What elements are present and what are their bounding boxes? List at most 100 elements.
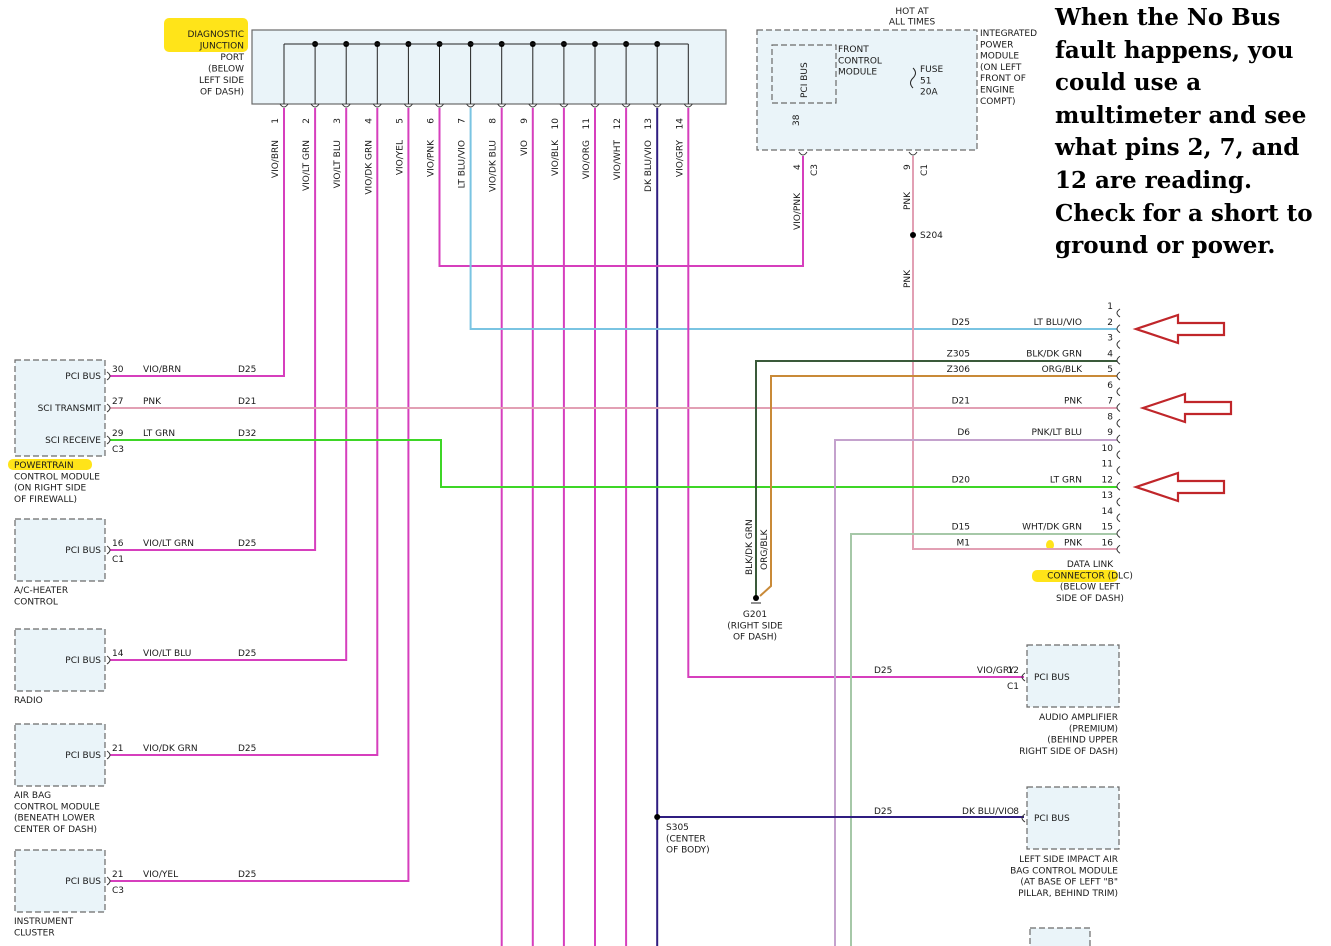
djp-pin-connector <box>683 103 693 108</box>
djp-label: JUNCTION <box>199 42 244 52</box>
s204-dot <box>910 232 916 238</box>
djp-pin-wire-label: LT BLU/VIO <box>458 140 468 188</box>
ground-label: G201 <box>743 610 767 620</box>
module-connector <box>106 371 111 381</box>
module-name: (BENEATH LOWER <box>14 814 95 824</box>
module-pin-number: 16 <box>112 539 124 549</box>
module-circuit-label: D25 <box>238 870 256 880</box>
fcm-pci-label: PCI BUS <box>800 62 810 98</box>
module-pin-label: SCI RECEIVE <box>45 436 101 446</box>
djp-pin-connector <box>497 103 507 108</box>
right-module-connector-id: C1 <box>1007 682 1019 692</box>
s305-label: S305 <box>666 823 689 833</box>
ipm-label: POWER <box>980 40 1013 50</box>
pcm-label-highlight <box>8 459 92 470</box>
fuse-icon <box>910 67 916 89</box>
arrow-pin-2 <box>1132 313 1226 345</box>
ground-label: (RIGHT SIDE <box>727 621 783 631</box>
right-module-name: LEFT SIDE IMPACT AIR <box>1019 855 1118 865</box>
dlc-pin <box>1116 513 1121 523</box>
right-module-connector <box>1021 672 1026 682</box>
djp-pin-wire-label: VIO/DK BLU <box>489 140 499 192</box>
dlc-pin-number: 12 <box>1102 475 1113 485</box>
djp-pin-connector <box>403 103 413 108</box>
right-module-name: (PREMIUM) <box>1069 724 1118 734</box>
dlc-circuit-label: D25 <box>952 318 970 328</box>
dlc-pin <box>1116 340 1121 349</box>
djp-label: DIAGNOSTIC <box>187 30 244 40</box>
module-connector-id: C3 <box>112 886 124 896</box>
djp-pin-connector <box>528 103 538 108</box>
djp-pin-wire-label: VIO/DK GRN <box>364 140 374 195</box>
module-circuit-label: D32 <box>238 429 256 439</box>
module-box <box>14 849 106 913</box>
fuse-label: 20A <box>920 88 938 98</box>
module-name: POWERTRAIN <box>14 461 74 471</box>
fcm-label: MODULE <box>838 68 877 78</box>
djp-pin-wire-label: VIO/YEL <box>395 140 405 175</box>
module-box <box>14 628 106 692</box>
ipm-connector-id: C1 <box>920 164 930 176</box>
arrow-pin-7 <box>1139 392 1233 424</box>
module-name: INSTRUMENT <box>14 917 74 927</box>
vio-gry-wire <box>687 108 1024 678</box>
pci-bus-wire <box>110 108 285 377</box>
dlc-pin-number: 5 <box>1107 365 1113 375</box>
djp-label: LEFT SIDE <box>199 76 244 86</box>
ipm-label: FRONT OF <box>980 74 1026 84</box>
dlc-pin-number: 8 <box>1107 412 1113 422</box>
module-box <box>14 723 106 787</box>
right-module-wire-label: DK BLU/VIO <box>962 807 1014 817</box>
djp-pin-number: 11 <box>582 118 592 129</box>
ipm-label: MODULE <box>980 52 1019 62</box>
dlc-circuit-label: Z306 <box>947 365 971 375</box>
dlc-label-highlight <box>1032 570 1118 582</box>
dlc-pin <box>1116 466 1121 475</box>
module-box <box>14 359 106 457</box>
dlc-pin-number: 14 <box>1102 507 1114 517</box>
dlc-circuit-label: M1 <box>957 538 971 548</box>
sci-receive-wire <box>110 439 1117 488</box>
module-pin-number: 21 <box>112 744 123 754</box>
module-circuit-label: D25 <box>238 649 256 659</box>
dlc-pin <box>1116 324 1121 334</box>
module-wire-label: VIO/LT BLU <box>143 649 191 659</box>
module-connector <box>106 403 111 413</box>
djp-pin-number: 7 <box>458 118 468 124</box>
dlc-pin <box>1116 355 1121 365</box>
djp-pin-connector <box>372 103 382 108</box>
dlc-pin <box>1116 529 1121 538</box>
dlc-pin-number: 11 <box>1102 460 1113 470</box>
djp-pin-wire-label: VIO/BLK <box>551 139 561 176</box>
ipm-connector-id: C3 <box>810 164 820 176</box>
module-pin-number: 29 <box>112 429 124 439</box>
right-module-pin-label: PCI BUS <box>1034 673 1070 683</box>
ipm-pin-number: 4 <box>793 164 803 170</box>
dlc-pin-number: 15 <box>1102 523 1113 533</box>
wire-layer <box>110 30 1117 946</box>
dlc-circuit-label: D15 <box>952 523 970 533</box>
right-module-circuit-label: D25 <box>874 807 892 817</box>
dlc-wire-label: PNK/LT BLU <box>1031 428 1082 438</box>
ipm-label: (ON LEFT <box>980 63 1022 73</box>
fcm-pin-number: 38 <box>792 114 802 126</box>
djp-pin-connector <box>590 103 600 108</box>
djp-label: OF DASH) <box>200 88 244 98</box>
dlc-circuit-label: D20 <box>952 475 971 485</box>
ground-wire-label: ORG/BLK <box>760 528 770 570</box>
module-name: CONTROL MODULE <box>14 472 100 482</box>
djp-label-highlight <box>164 18 248 52</box>
dlc-pin-number: 3 <box>1107 334 1113 344</box>
djp-pin-connector <box>652 103 662 108</box>
module-connector <box>106 750 111 760</box>
module-wire-label: VIO/DK GRN <box>143 744 198 754</box>
right-module-name: (AT BASE OF LEFT "B" <box>1020 878 1118 888</box>
right-module-name: (BEHIND UPPER <box>1047 736 1118 746</box>
highlight-layer <box>8 18 1118 582</box>
djp-pin-number: 5 <box>395 118 405 124</box>
module-name: CONTROL MODULE <box>14 802 100 812</box>
right-module-wire-label: VIO/GRY <box>977 666 1015 676</box>
dlc-wire-label: BLK/DK GRN <box>1026 349 1082 359</box>
module-connector <box>106 655 111 665</box>
